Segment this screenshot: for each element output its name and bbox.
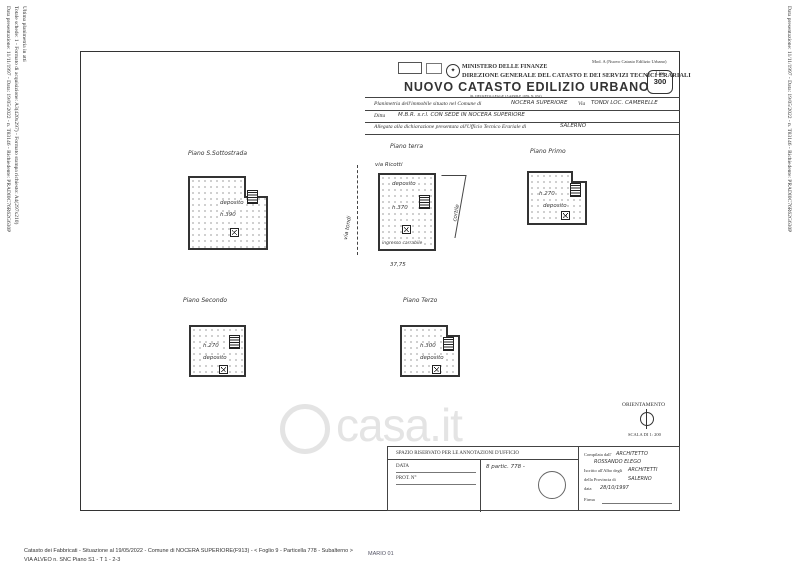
lift-icon — [219, 365, 228, 374]
stair-icon — [229, 335, 240, 349]
left-margin-line3: Ultima planimetria in atti — [21, 6, 27, 62]
notch — [446, 325, 460, 337]
floor-terra-dims: 37,75 — [390, 262, 406, 268]
ministry: MINISTERO DELLE FINANZE — [462, 64, 548, 70]
date-label: data — [584, 486, 592, 491]
footer-line2: VIA ALVEO n. SNC Piano S1 - T 1 - 2-3 — [24, 557, 121, 563]
floor-terra-entrance: ingresso carrabile — [382, 241, 423, 246]
compiled-value: ARCHITETTO — [616, 451, 648, 457]
stair-icon — [443, 337, 454, 351]
watermark-text: casa.it — [336, 399, 463, 451]
floor-terzo-area: h.300 — [420, 343, 436, 349]
via-value: TONDI LOC. CAMERELLE — [591, 100, 658, 106]
provincia-value: SALERNO — [628, 476, 652, 482]
compiled-label: Compilata dall' — [584, 452, 612, 457]
provincia-label: della Provincia di — [584, 477, 616, 482]
republic-emblem-icon: ✦ — [446, 64, 460, 78]
planimetry-value: NOCERA SUPERIORE — [511, 100, 568, 106]
north-arrow-icon — [640, 409, 654, 429]
lift-icon — [402, 225, 411, 234]
stair-icon — [419, 195, 430, 209]
directorate: DIREZIONE GENERALE DEL CATASTO E DEI SER… — [462, 72, 691, 79]
floor-secondo-title: Piano Secondo — [183, 297, 228, 304]
ditta-label: Ditta — [374, 113, 386, 119]
date-value: 28/10/1997 — [600, 485, 629, 491]
plan-sheet — [80, 51, 680, 511]
scale-label: SCALA DI 1: 200 — [628, 432, 661, 437]
lire-value: 300 — [653, 77, 667, 86]
left-margin-line2: Totale schede: 1 - Formato di acquisizio… — [13, 6, 19, 225]
floor-primo-note: deposito — [543, 203, 567, 209]
floor-primo-area: h.270 — [539, 191, 555, 197]
lire-box: Lire 300 — [647, 70, 673, 94]
casa-logo-icon — [280, 403, 330, 454]
stair-icon — [247, 190, 258, 204]
office-annotations: SPAZIO RISERVATO PER LE ANNOTAZIONI D'UF… — [388, 447, 579, 512]
allegata-label: Allegata alla dichiarazione presentata a… — [374, 124, 527, 130]
office-seal-icon — [538, 471, 566, 499]
floor-secondo-note: deposito — [203, 355, 227, 361]
footer-stamp: MARIO 01 — [368, 551, 394, 557]
law-note: (R. DECRETO-LEGGE 13 APRILE 1939, N. 652… — [470, 94, 542, 98]
office-stamp: 8 partic. 778 - — [486, 464, 525, 470]
albo-value: ARCHITETTI — [628, 467, 658, 473]
prot-label: PROT. N° — [396, 476, 417, 481]
floor-sottostrada-area: h.390 — [220, 212, 236, 218]
right-margin-line1: Data presentazione: 11/11/1997 - Data: 1… — [786, 6, 792, 233]
road-top: via Ricotti — [375, 162, 403, 168]
casa-watermark: casa.it — [280, 398, 463, 454]
floor-terra-title: Piano terra — [390, 143, 423, 150]
floor-terra-plan: deposito h.370 ingresso carrabile — [378, 173, 436, 251]
data-label: DATA — [396, 464, 409, 469]
left-margin-line1: Data presentazione: 11/11/1997 - Data: 1… — [5, 6, 11, 233]
floor-sottostrada-note: deposito — [220, 200, 244, 206]
architect-name: ROSSANDO ELEGO — [594, 459, 642, 465]
floor-primo-plan: h.270 deposito — [527, 171, 587, 225]
main-title: NUOVO CATASTO EDILIZIO URBANO — [404, 80, 650, 94]
lift-icon — [230, 228, 239, 237]
lire-label: Lire — [655, 71, 665, 77]
albo-label: Iscritto all'Albo degli — [584, 468, 623, 473]
lift-icon — [432, 365, 441, 374]
ditta-value: M.B.R. s.r.l. CON SEDE IN NOCERA SUPERIO… — [398, 112, 525, 118]
floor-secondo-area: h.270 — [203, 343, 219, 349]
floor-terra-area: h.370 — [392, 205, 408, 211]
lift-icon — [561, 211, 570, 220]
footer-line1: Catasto dei Fabbricati - Situazione al 1… — [24, 548, 353, 554]
via-label: Via — [578, 101, 586, 107]
office-box: SPAZIO RISERVATO PER LE ANNOTAZIONI D'UF… — [387, 446, 680, 512]
floor-sottostrada-title: Piano S.Sottostrada — [188, 150, 248, 157]
firma-label: Firma — [584, 497, 595, 502]
orientation-label: ORIENTAMENTO — [622, 402, 666, 408]
office-title: SPAZIO RISERVATO PER LE ANNOTAZIONI D'UF… — [396, 451, 519, 456]
model-label: Mod. A (Nuovo Catasto Edilizio Urbano) — [592, 59, 667, 64]
floor-terzo-title: Piano Terzo — [403, 297, 438, 304]
stair-icon — [570, 183, 581, 197]
stamp-mark — [426, 63, 442, 74]
floor-primo-title: Piano Primo — [530, 148, 566, 155]
floor-terzo-plan: h.300 deposito — [400, 325, 460, 377]
revenue-stamp — [398, 62, 422, 74]
planimetry-label: Planimetria dell'immobile situato nel Co… — [374, 101, 482, 107]
property-line — [357, 165, 360, 255]
notch — [571, 171, 587, 183]
floor-terzo-note: deposito — [420, 355, 444, 361]
floor-terra-note: deposito — [392, 181, 416, 187]
floor-secondo-plan: h.270 deposito — [189, 325, 246, 377]
floor-sottostrada-plan: deposito h.390 — [188, 176, 268, 250]
allegata-value: SALERNO — [560, 123, 587, 129]
